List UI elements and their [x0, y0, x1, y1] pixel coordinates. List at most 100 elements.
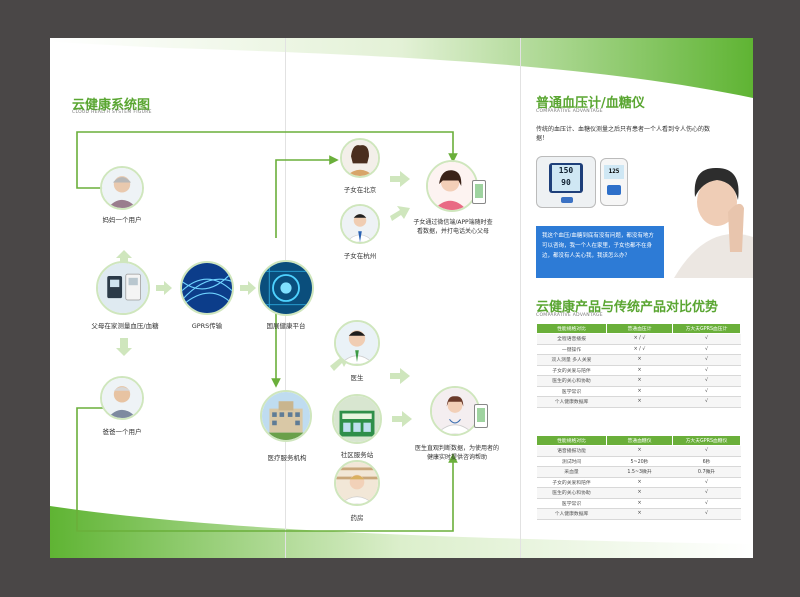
table2-cell: 0.7微升 — [672, 466, 741, 478]
pharmacy-photo — [334, 460, 380, 506]
glucose-meter-image: 125 — [600, 158, 628, 206]
table-row: 全程语音播报× / √√ — [536, 333, 741, 345]
medical-institution-photo — [260, 390, 312, 442]
medical-caption: 医疗服务机构 — [267, 454, 307, 462]
table2-cell: 语音播报功能 — [536, 445, 607, 457]
child-app-caption: 子女通过微信端/APP端随时查看数据，并打电话关心父母 — [413, 219, 493, 235]
traditional-description: 传统的血压计、血糖仪测量之后只有患者一个人看到令人伤心的数据！ — [536, 126, 711, 142]
table1-cell: × — [606, 354, 673, 366]
platform-photo — [258, 260, 314, 316]
table1-cell: √ — [672, 396, 741, 408]
table2-cell: × — [606, 487, 673, 499]
dad-caption: 爸爸一个用户 — [102, 428, 142, 436]
system-title: 云健康系统图 — [72, 98, 151, 113]
comparison-title: 云健康产品与传统产品对比优势 — [536, 300, 719, 315]
table2-cell: 采血量 — [536, 466, 607, 478]
table-row: 子女的关爱与陪伴×√ — [536, 365, 741, 376]
flow-connectors — [76, 131, 458, 532]
table-row: 子女的关爱和陪伴×√ — [536, 477, 741, 488]
table-row: 一键操作× / √√ — [536, 344, 741, 355]
table2-cell: 医生的关心和协助 — [536, 487, 607, 499]
child-phone-photo — [426, 160, 478, 212]
traditional-title: 普通血压计/血糖仪 — [536, 96, 645, 111]
dad-photo — [100, 376, 144, 420]
table2-cell: × — [606, 445, 673, 457]
table2-cell: 6秒 — [672, 456, 741, 467]
bp-display-value: 150 — [558, 166, 574, 175]
child-beijing-photo — [340, 138, 380, 178]
table1-cell: × — [606, 386, 673, 397]
mom-caption: 妈妈一个用户 — [102, 216, 142, 224]
glucose-display-value: 125 — [604, 165, 624, 179]
doctor-photo — [334, 320, 380, 366]
table2-header: 性能规格对比 — [536, 435, 607, 446]
gprs-photo — [180, 261, 234, 315]
table-row: 医生的关心和协助×√ — [536, 375, 741, 387]
system-subtitle: CLOUD HEALTH SYSTEM FIGURE — [72, 110, 152, 115]
table2-cell: × — [606, 477, 673, 488]
table1-cell: 个人健康数据库 — [536, 396, 607, 408]
community-photo — [332, 394, 382, 444]
table1-cell: √ — [672, 375, 741, 387]
table1-cell: √ — [672, 386, 741, 397]
doctor-help-caption: 医生直观判断数据，为使用者的健康实时提供咨询帮助 — [414, 445, 499, 461]
table2-cell: √ — [672, 487, 741, 499]
bp-monitor-image: 150 90 — [536, 156, 596, 208]
fold-line-2 — [520, 38, 521, 558]
pharmacy-caption: 药房 — [350, 514, 364, 522]
table1-cell: 子女的关爱与陪伴 — [536, 365, 607, 376]
table1-header: 普通血压计 — [606, 323, 673, 334]
table1-cell: √ — [672, 365, 741, 376]
bp-display-value2: 90 — [561, 178, 571, 187]
table2-header: 方大夫GPRS血糖仪 — [672, 435, 741, 446]
table1-cell: × / √ — [606, 333, 673, 345]
table2-cell: √ — [672, 477, 741, 488]
gprs-caption: GPRS传输 — [191, 322, 223, 330]
smartphone-icon — [472, 180, 486, 204]
table2-cell: 医学常识 — [536, 498, 607, 509]
table1-cell: 医生的关心和协助 — [536, 375, 607, 387]
table-row: 双人测量 多人关爱×√ — [536, 354, 741, 366]
child-hangzhou-photo — [340, 204, 380, 244]
worry-speech-box: 我这个血压/血糖到底有没有问题，都没有地方可以咨询，我一个人在家里，子女也都不在… — [536, 226, 664, 278]
child-hangzhou-caption: 子女在杭州 — [343, 252, 377, 260]
table1-cell: 一键操作 — [536, 344, 607, 355]
table1-cell: √ — [672, 344, 741, 355]
brochure-page: 云健康系统图 CLOUD HEALTH SYSTEM FIGURE 妈妈一个用户… — [50, 38, 753, 558]
table2-header: 普通血糖仪 — [606, 435, 673, 446]
worried-woman-photo — [662, 142, 753, 278]
parents-caption: 父母在家测量血压/血糖 — [91, 322, 159, 330]
tablet-icon — [474, 404, 488, 428]
table2-cell: 子女的关爱和陪伴 — [536, 477, 607, 488]
table1-cell: × / √ — [606, 344, 673, 355]
doctor-caption: 医生 — [350, 374, 364, 382]
table1-cell: 全程语音播报 — [536, 333, 607, 345]
table-row: 语音播报功能×√ — [536, 445, 741, 457]
table2-cell: 1.5~3微升 — [606, 466, 673, 478]
table1-cell: × — [606, 375, 673, 387]
traditional-subtitle: COMPARATIVE ADVANTAGE — [536, 109, 603, 114]
table1-cell: 双人测量 多人关爱 — [536, 354, 607, 366]
parents-devices-photo — [96, 261, 150, 315]
top-wave-decoration — [50, 38, 753, 98]
bp-comparison-table: 性能规格对比 普通血压计 方大夫GPRS血压计 全程语音播报× / √√ 一键操… — [536, 323, 741, 408]
table2-cell: 5~20秒 — [606, 456, 673, 467]
table1-header: 方大夫GPRS血压计 — [672, 323, 741, 334]
table2-cell: √ — [672, 508, 741, 520]
table-row: 医学常识×√ — [536, 386, 741, 397]
doctor-tablet-photo — [430, 386, 480, 436]
table2-cell: 测试时间 — [536, 456, 607, 467]
platform-caption: 国展健康平台 — [266, 322, 306, 330]
table2-cell: √ — [672, 445, 741, 457]
bottom-wave-decoration — [50, 506, 753, 558]
child-beijing-caption: 子女在北京 — [343, 186, 377, 194]
table-row: 医学常识×√ — [536, 498, 741, 509]
table-row: 个人健康数据库×√ — [536, 396, 741, 408]
mom-photo — [100, 166, 144, 210]
table2-cell: √ — [672, 498, 741, 509]
table2-cell: 个人健康数据库 — [536, 508, 607, 520]
table1-cell: √ — [672, 333, 741, 345]
table1-header: 性能规格对比 — [536, 323, 607, 334]
